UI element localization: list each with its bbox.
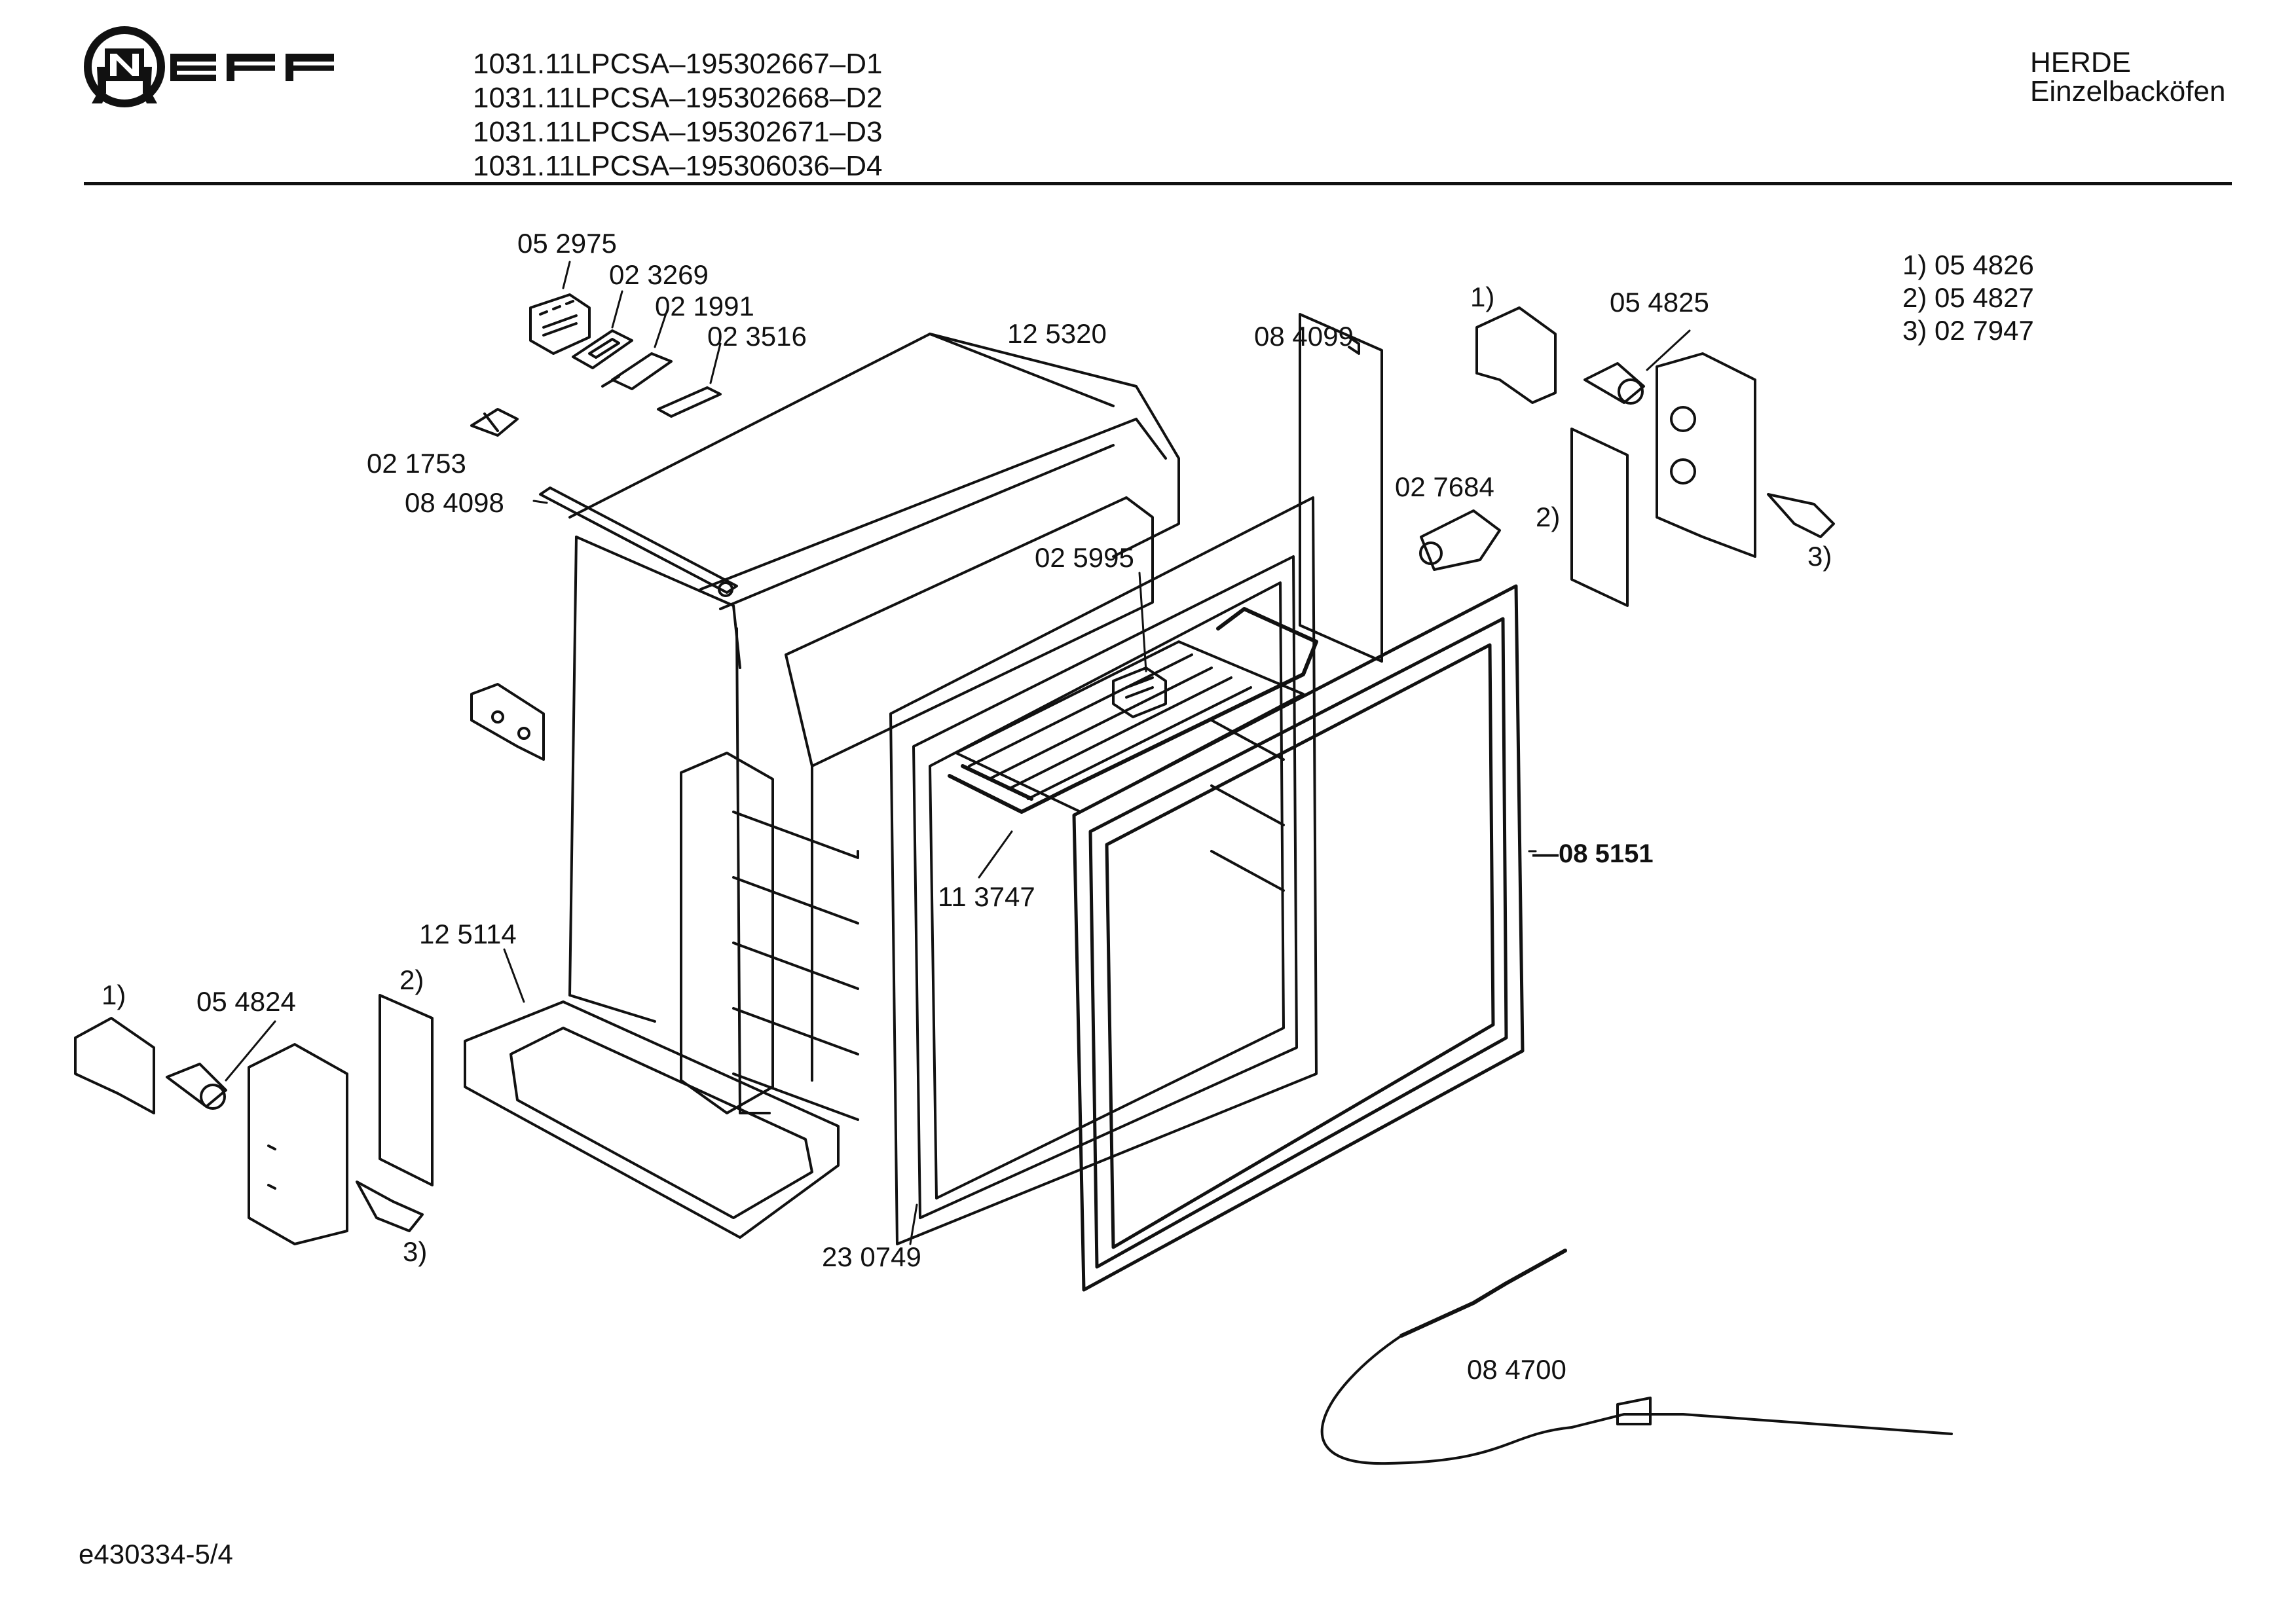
neff-logo [79,26,354,128]
label-084700: 08 4700 [1467,1354,1566,1385]
label-125114: 12 5114 [419,919,517,949]
category-block: HERDE Einzelbacköfen [2030,48,2225,106]
label-054825: 05 4825 [1610,287,1709,318]
label-023516: 02 3516 [707,321,807,352]
label-052975: 05 2975 [517,228,617,259]
heating-element-113747 [948,607,1318,814]
lamp-bulb-left-3 [356,1181,424,1232]
lamp-cover-left-1 [74,1017,155,1114]
label-230749: 23 0749 [822,1241,921,1272]
neff-logo-mark [84,26,334,107]
connector-block-part [529,293,591,355]
model-line-2: 1031.11LPCSA–195302668–D2 [473,82,883,114]
clip-part-021753 [470,408,519,437]
label-ref2-right: 2) [1536,502,1561,532]
leader-lines [225,261,1691,1245]
header-rule [84,182,2232,185]
lamp-glass-left-2 [379,994,434,1186]
legend-item-3: 3) 02 7947 [1902,315,2034,346]
gasket-part [601,352,673,390]
model-line-1: 1031.11LPCSA–195302667–D1 [473,48,883,80]
label-084099: 08 4099 [1254,321,1354,352]
door-seal-085151 [1072,584,1525,1292]
seal-plate-part [572,329,633,369]
back-plate-084099 [1299,313,1383,663]
model-list: 1031.11LPCSA–195302667–D1 1031.11LPCSA–1… [473,47,883,183]
label-113747: 11 3747 [938,881,1035,912]
grill-rack [955,640,1305,892]
legend-item-1: 1) 05 4826 [1902,249,2034,280]
footnote-legend: 1) 05 4826 2) 05 4827 3) 02 7947 [1902,249,2034,347]
lamp-cover-right-1 [1475,306,1557,404]
oven-inner-cavity [680,496,1154,1121]
label-025995: 02 5995 [1035,542,1134,573]
lamp-bulb-right-3 [1767,493,1835,538]
label-054824: 05 4824 [196,986,296,1017]
mounting-bracket [470,683,545,761]
connector-027684 [1419,509,1501,571]
label-027684: 02 7684 [1395,471,1494,502]
label-ref1-right: 1) [1470,282,1495,312]
label-ref2-left: 2) [399,964,424,995]
label-084098: 08 4098 [405,487,504,518]
category-subtitle: Einzelbacköfen [2030,75,2226,107]
label-ref3-right: 3) [1807,541,1832,572]
legend-item-2: 2) 05 4827 [1902,282,2034,313]
lamp-glass-right-2 [1570,428,1629,607]
label-085151: —08 5151 [1532,839,1654,868]
label-021991: 02 1991 [655,291,754,321]
bottom-element-125114 [464,1000,840,1239]
meat-probe-084700 [1320,1249,1953,1465]
model-line-3: 1031.11LPCSA–195302671–D3 [473,116,883,148]
label-125320: 12 5320 [1007,318,1107,349]
lamp-socket-right-054825 [1583,362,1645,405]
lamp-socket-left-054824 [166,1063,227,1110]
drawing-code: e430334-5/4 [79,1539,233,1569]
label-ref3-left: 3) [403,1236,428,1267]
model-line-4: 1031.11LPCSA–195306036–D4 [473,150,883,182]
label-085151-text: 08 5151 [1559,839,1654,868]
sensor-part-025995 [1112,667,1167,718]
label-023269: 02 3269 [609,259,709,290]
terminal-part [657,386,722,418]
lamp-housing-left [248,1043,348,1245]
label-ref1-left: 1) [102,980,126,1010]
rod-part-084098 [539,486,738,597]
lamp-housing-right [1656,352,1756,558]
label-021753: 02 1753 [367,448,466,479]
oven-outer-housing [568,333,1180,1114]
front-frame-230749 [889,496,1318,1245]
category-title: HERDE [2030,46,2132,79]
